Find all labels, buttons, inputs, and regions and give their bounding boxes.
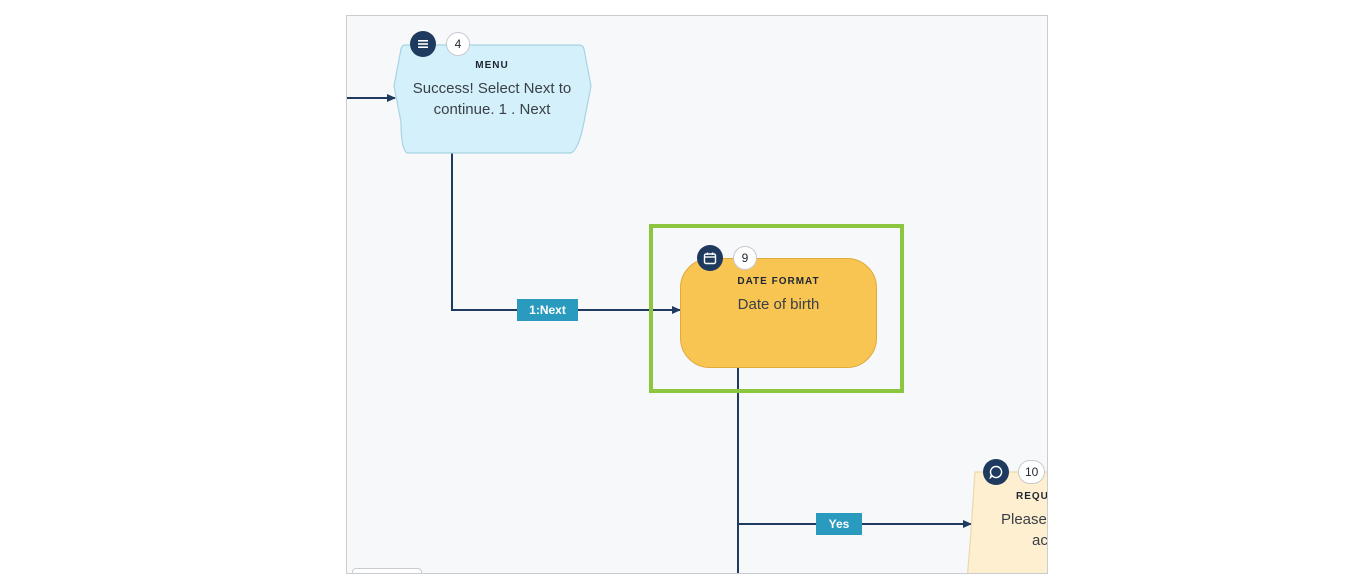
menu-node-text-line1: Success! Select Next to bbox=[412, 80, 572, 97]
menu-node-number: 4 bbox=[446, 32, 470, 56]
menu-node-text-line2: continue. 1 . Next bbox=[433, 101, 551, 118]
edge-label-yes[interactable]: Yes bbox=[816, 513, 862, 535]
date-format-node-icon-badge bbox=[697, 245, 723, 271]
chat-bubble-icon bbox=[989, 465, 1003, 479]
menu-node-type: MENU bbox=[475, 60, 509, 71]
date-format-node-shape[interactable] bbox=[680, 258, 877, 368]
request-node-text-line2: ac bbox=[1032, 532, 1048, 549]
request-node-number: 10 bbox=[1018, 460, 1046, 484]
connector-menu-to-date bbox=[451, 153, 681, 314]
date-format-node-number: 9 bbox=[733, 246, 757, 270]
menu-node[interactable]: MENU Success! Select Next to continue. 1… bbox=[399, 60, 585, 120]
zoom-control[interactable] bbox=[352, 568, 422, 573]
selection-highlight bbox=[649, 224, 904, 393]
request-node-text-line1: Please bbox=[1001, 511, 1047, 528]
request-node-icon-badge bbox=[983, 459, 1009, 485]
date-format-node-type: DATE FORMAT bbox=[737, 276, 820, 287]
menu-node-shape[interactable] bbox=[393, 44, 593, 154]
request-node-type: REQU bbox=[1016, 491, 1048, 502]
date-format-node-text: Date of birth bbox=[737, 296, 820, 313]
menu-node-icon-badge bbox=[410, 31, 436, 57]
date-format-node[interactable]: DATE FORMAT Date of birth bbox=[680, 276, 877, 315]
calendar-icon bbox=[703, 252, 717, 265]
flow-canvas[interactable]: MENU Success! Select Next to continue. 1… bbox=[346, 15, 1048, 574]
edge-label-1-next[interactable]: 1:Next bbox=[517, 299, 578, 321]
menu-icon bbox=[418, 40, 428, 48]
request-node[interactable]: REQU Please ac bbox=[992, 491, 1048, 551]
